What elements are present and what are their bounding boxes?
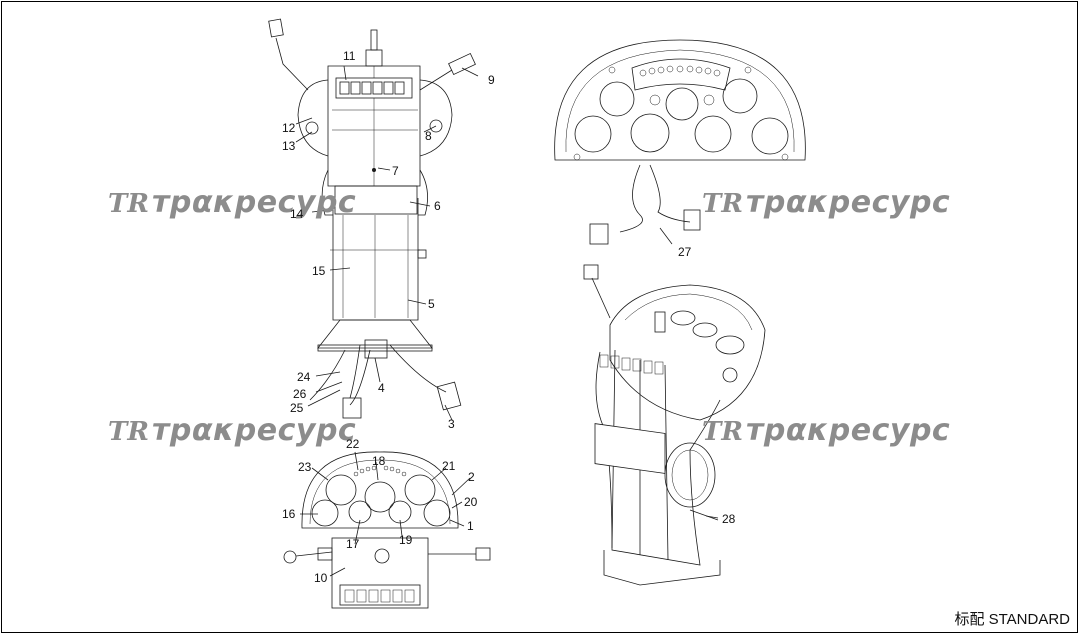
callout-7: 7: [392, 164, 399, 178]
callout-22: 22: [346, 437, 360, 451]
instrument-panel: [554, 39, 806, 245]
callout-labels: 11 9 12 13 8 7 6 14 15 5 4 3 24 26 25 22…: [282, 49, 736, 585]
callout-24: 24: [297, 370, 311, 384]
callout-1: 1: [467, 519, 474, 533]
switch-row-top: [344, 589, 415, 603]
indicator-dots: [353, 465, 407, 477]
callout-17: 17: [346, 537, 360, 551]
watermark-text: трακресурс: [746, 413, 950, 448]
switch-row: [339, 81, 405, 95]
callout-18: 18: [372, 454, 386, 468]
callout-21: 21: [442, 459, 456, 473]
watermark-logo: TR: [108, 189, 149, 219]
callout-16: 16: [282, 507, 296, 521]
callout-13: 13: [282, 139, 296, 153]
callout-2: 2: [468, 470, 475, 484]
watermark-logo: TR: [108, 417, 149, 447]
callout-14: 14: [290, 207, 304, 221]
callout-20: 20: [464, 495, 478, 509]
callout-25: 25: [290, 401, 304, 415]
callout-4: 4: [378, 381, 385, 395]
callout-15: 15: [312, 264, 326, 278]
callout-5: 5: [428, 297, 435, 311]
iso-switch-row: [599, 354, 664, 375]
callout-8: 8: [425, 129, 432, 143]
watermark-2: TR трακресурс: [702, 185, 950, 220]
callout-9: 9: [488, 73, 495, 87]
top-view-console: [283, 451, 491, 609]
watermark-logo: TR: [702, 189, 743, 219]
callout-19: 19: [399, 533, 413, 547]
callout-23: 23: [298, 460, 312, 474]
watermark-3: TR трακресурс: [108, 413, 356, 448]
callout-3: 3: [448, 417, 455, 431]
callout-6: 6: [434, 199, 441, 213]
panel-indicator-row: [639, 65, 721, 77]
leader-lines: [295, 65, 719, 577]
front-view-console: [268, 18, 476, 419]
watermark-text: трακресурс: [152, 413, 356, 448]
isometric-console: [583, 264, 766, 586]
watermark-text: трακресурс: [152, 185, 356, 220]
standard-label: 标配 STANDARD: [954, 611, 1070, 628]
watermark-text: трακресурс: [746, 185, 950, 220]
callout-10: 10: [314, 571, 328, 585]
watermark-1: TR трακресурс: [108, 185, 356, 220]
watermark-logo: TR: [702, 417, 743, 447]
callout-27: 27: [678, 245, 692, 259]
callout-26: 26: [293, 387, 307, 401]
watermark-4: TR трακресурс: [702, 413, 950, 448]
callout-11: 11: [343, 49, 356, 63]
callout-28: 28: [722, 512, 736, 526]
callout-12: 12: [282, 121, 296, 135]
